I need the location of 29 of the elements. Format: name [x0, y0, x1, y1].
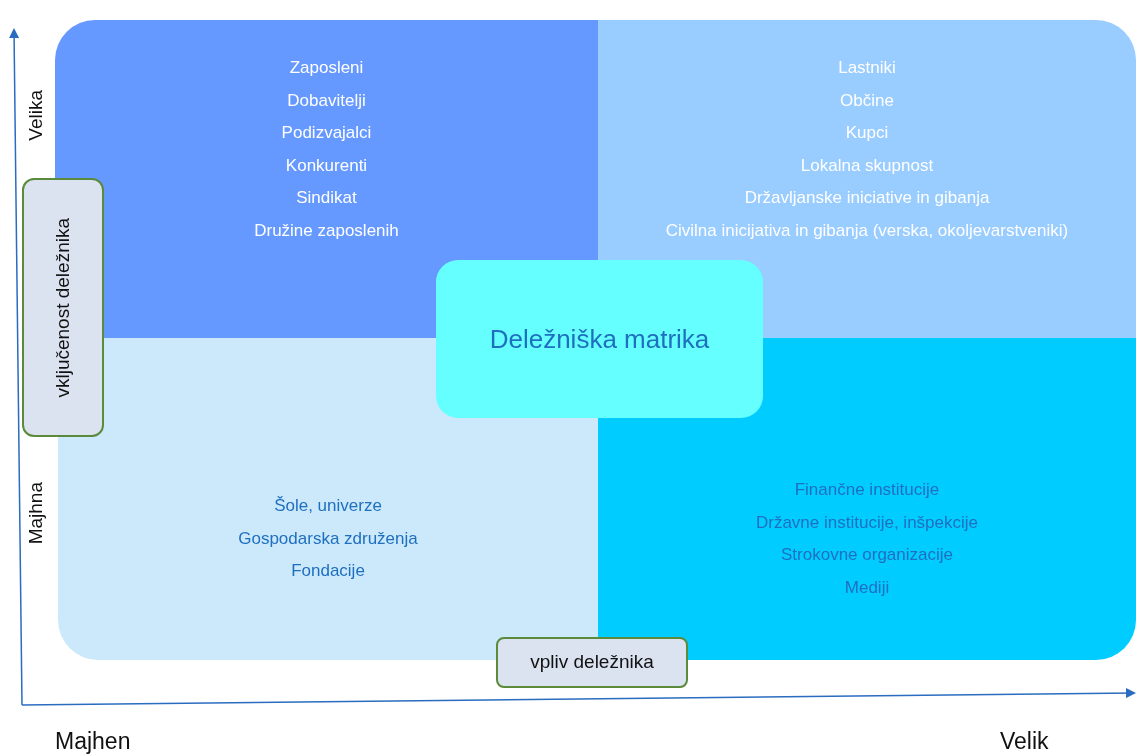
stakeholder-label: Državne institucije, inšpekcije: [755, 511, 978, 534]
stakeholder-label: Zaposleni: [289, 57, 364, 79]
stakeholder-label: Družine zaposlenih: [254, 219, 399, 242]
axis-label: Velika: [25, 90, 47, 141]
stakeholder-label: Sindikat: [296, 187, 357, 209]
box-label: vključenost deležnika: [50, 217, 74, 398]
axis-label: Majhna: [25, 482, 47, 545]
axis-label: Velik: [1000, 728, 1049, 755]
stakeholder-label: Gospodarska združenja: [238, 527, 418, 550]
stakeholder-label: Kupci: [845, 122, 889, 144]
stakeholder-label: Šole, univerze: [274, 495, 382, 517]
center-box: [436, 260, 763, 418]
stakeholder-label: Mediji: [844, 576, 890, 599]
stakeholder-label: Podizvajalci: [281, 122, 372, 144]
stakeholder-label: Konkurenti: [285, 154, 368, 177]
axis-title-box: [22, 178, 104, 437]
stakeholder-label: Lokalna skupnost: [800, 154, 934, 177]
axis-label: Majhen: [55, 728, 131, 755]
stakeholder-label: Fondacije: [291, 560, 365, 582]
stakeholder-label: Dobavitelji: [287, 89, 366, 112]
stakeholder-label: Državljanske iniciative in gibanja: [744, 187, 990, 209]
stakeholder-label: Civilna inicijativa in gibanja (verska, okoljevarstveniki): [665, 219, 1069, 242]
stakeholder-label: Strokovne organizacije: [781, 544, 953, 566]
axis-title-box: [496, 637, 688, 688]
stakeholder-label: Občine: [840, 89, 894, 112]
box-label: vpliv deležnika: [530, 650, 654, 675]
stakeholder-label: Finančne institucije: [794, 479, 940, 501]
box-label: Deležniška matrika: [489, 322, 710, 356]
stakeholder-label: Lastniki: [838, 57, 896, 79]
